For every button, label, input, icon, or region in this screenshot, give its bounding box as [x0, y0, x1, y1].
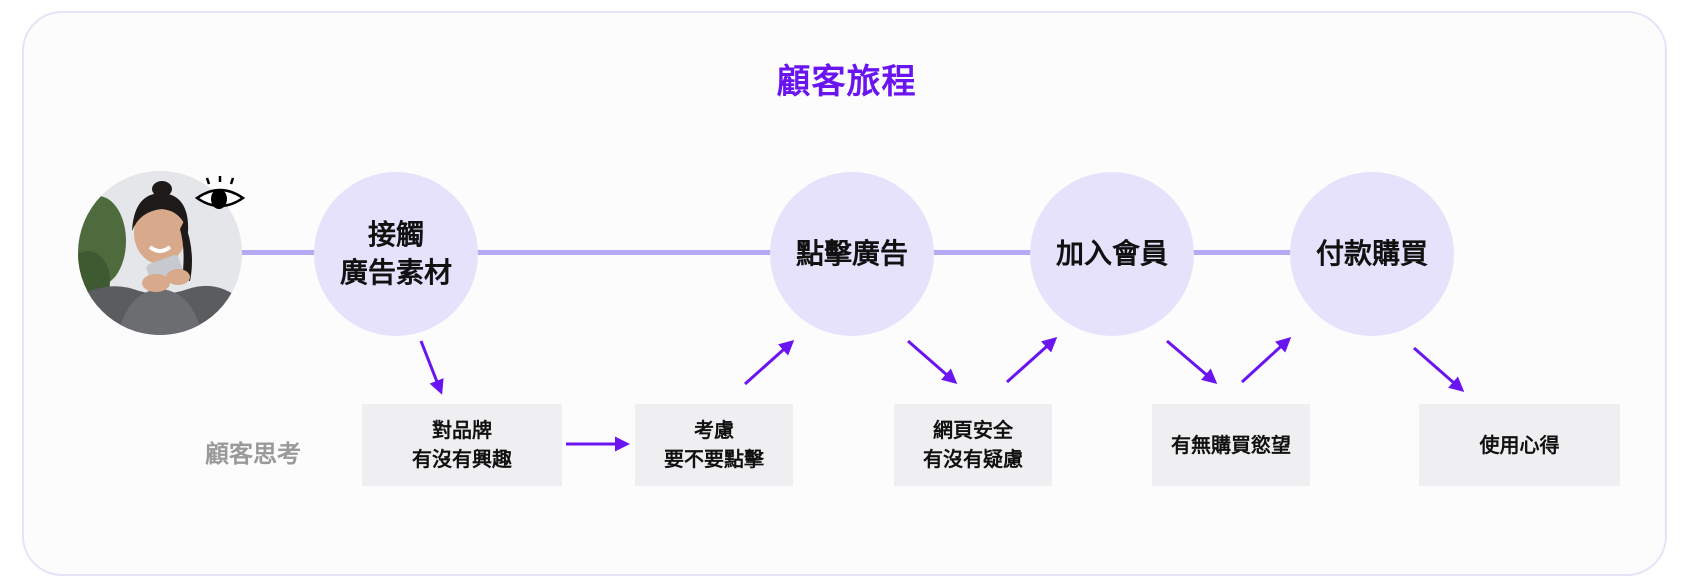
thought-box: 對品牌 有沒有興趣 — [362, 404, 562, 486]
stage-label: 廣告素材 — [339, 256, 452, 289]
stage-label: 加入會員 — [1055, 237, 1168, 270]
thought-text: 考慮 — [694, 418, 734, 442]
thought-box: 有無購買慾望 — [1152, 404, 1310, 486]
thought-text: 網頁安全 — [933, 418, 1013, 442]
thoughts-row-label: 顧客思考 — [205, 440, 301, 468]
thought-text: 要不要點擊 — [664, 447, 764, 471]
thought-box: 網頁安全 有沒有疑慮 — [894, 404, 1052, 486]
stage-label: 接觸 — [367, 218, 424, 251]
stage-label: 點擊廣告 — [795, 237, 908, 270]
thought-text: 有無購買慾望 — [1171, 432, 1291, 457]
thought-box: 使用心得 — [1419, 404, 1620, 486]
thought-text: 有沒有疑慮 — [923, 447, 1023, 471]
page-title: 顧客旅程 — [776, 62, 917, 102]
thought-text: 對品牌 — [432, 418, 492, 442]
stage-contact-ad: 接觸 廣告素材 — [314, 172, 478, 336]
thought-text: 有沒有興趣 — [412, 447, 512, 471]
stage-click-ad: 點擊廣告 — [770, 172, 934, 336]
eye-icon — [195, 176, 245, 209]
stage-join-member: 加入會員 — [1030, 172, 1194, 336]
stage-purchase: 付款購買 — [1290, 172, 1454, 336]
thought-text: 使用心得 — [1479, 432, 1560, 457]
thought-box: 考慮 要不要點擊 — [635, 404, 793, 486]
stage-label: 付款購買 — [1315, 237, 1428, 270]
